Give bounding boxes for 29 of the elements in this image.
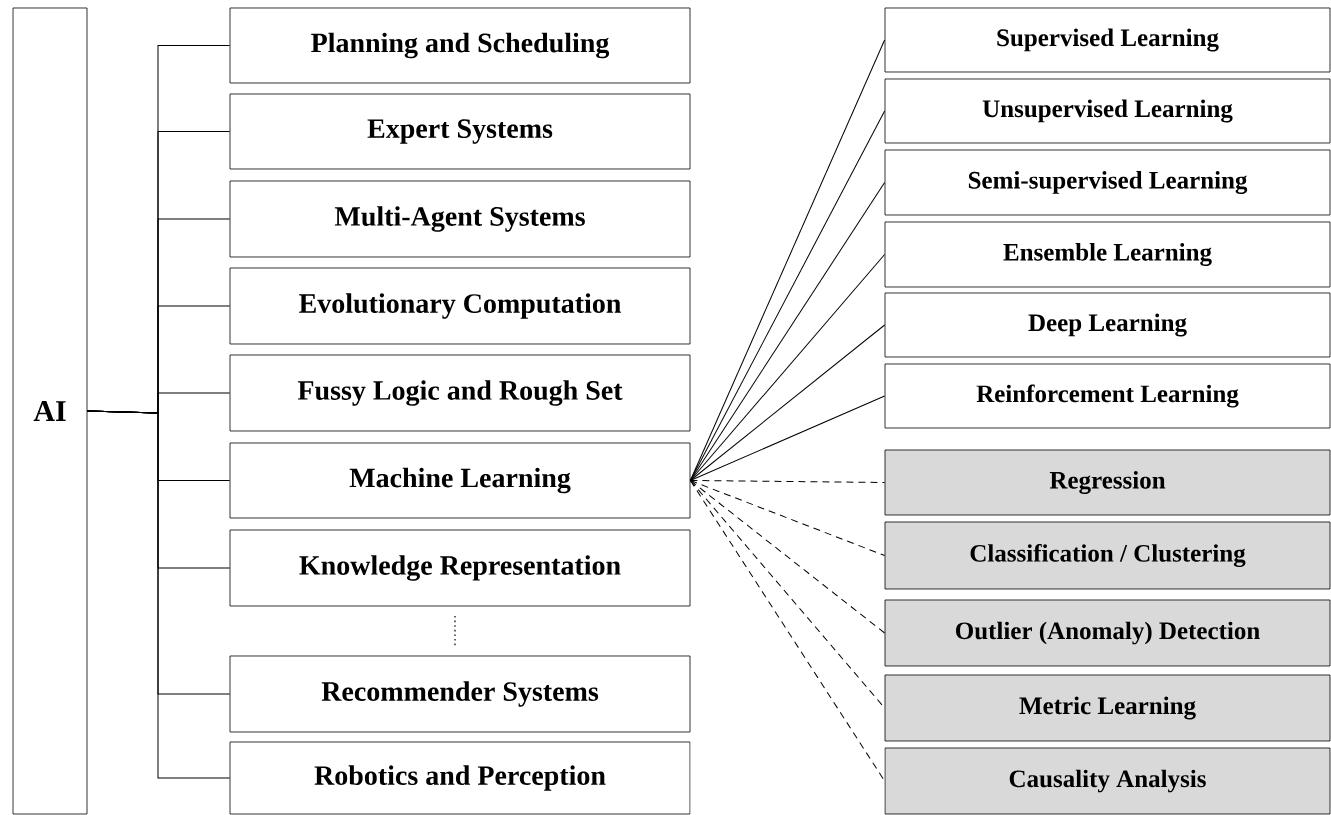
root-box: AI [12, 7, 88, 815]
method-box: Supervised Learning [884, 7, 1331, 73]
connector-line [689, 110, 886, 481]
task-box: Outlier (Anomaly) Detection [884, 599, 1331, 667]
connector-line [689, 480, 886, 634]
category-box: Machine Learning [229, 442, 691, 519]
task-box: Causality Analysis [884, 747, 1331, 815]
method-box: Unsupervised Learning [884, 78, 1331, 144]
tree-connector [86, 410, 231, 779]
category-box: Expert Systems [229, 93, 691, 170]
category-box: Fussy Logic and Rough Set [229, 354, 691, 432]
connector-line [689, 480, 886, 556]
connector-line [689, 324, 886, 481]
category-box: Multi-Agent Systems [229, 180, 691, 258]
task-box: Regression [884, 449, 1331, 516]
category-box: Planning and Scheduling [229, 7, 691, 84]
connector-line [689, 395, 886, 481]
category-box: Robotics and Perception [229, 741, 691, 815]
category-box: Evolutionary Computation [229, 267, 691, 345]
connector-line [689, 254, 886, 481]
method-box: Reinforcement Learning [884, 363, 1331, 429]
method-box: Semi-supervised Learning [884, 149, 1331, 216]
task-box: Classification / Clustering [884, 521, 1331, 590]
task-box: Metric Learning [884, 674, 1331, 742]
category-box: Recommender Systems [229, 655, 691, 733]
method-box: Deep Learning [884, 292, 1331, 358]
connector-line [689, 480, 886, 483]
method-box: Ensemble Learning [884, 221, 1331, 288]
category-box: Knowledge Representation [229, 529, 691, 607]
